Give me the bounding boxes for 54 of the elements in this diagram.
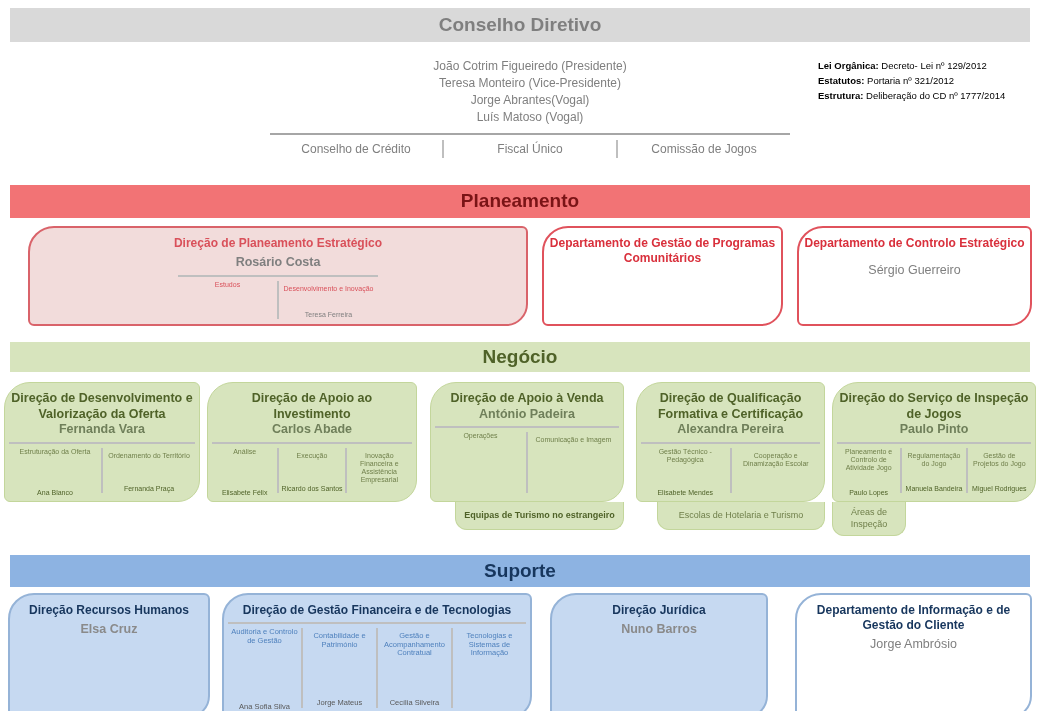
- unit-title: Direção Jurídica: [612, 603, 706, 618]
- unit-title: Departamento de Informação e de Gestão do Cliente: [815, 603, 1012, 633]
- section-band: Planeamento: [10, 185, 1030, 218]
- section-band: Suporte: [10, 555, 1030, 587]
- team-tab: [832, 502, 906, 536]
- section-band: Negócio: [10, 342, 1030, 372]
- team-name: Escolas de Hotelaria e Turismo: [678, 509, 804, 522]
- unit-title: Direção de Desenvolvimento e Valorização da Oferta: [10, 391, 194, 423]
- team-tab: [455, 502, 624, 530]
- department-box: [795, 593, 1032, 711]
- unit-title: Departamento de Gestão de Programas Comunitários: [548, 236, 777, 266]
- unit-title: Direção de Apoio à Venda: [450, 391, 604, 407]
- legal-reference: Estrutura: Deliberação do CD nº 1777/2014: [818, 89, 1007, 102]
- unit-title: Direção de Gestão Financeira e de Tecnologias: [242, 603, 512, 618]
- team-tab: [657, 502, 825, 530]
- director-name: Jorge Ambrósio: [870, 637, 957, 653]
- department-box: [636, 382, 825, 502]
- director-name: Elsa Cruz: [80, 622, 138, 638]
- director-name: Carlos Abade: [271, 422, 353, 438]
- director-name: Fernanda Vara: [58, 422, 146, 438]
- team-name: Áreas de Inspeção: [849, 507, 889, 530]
- department-box: [207, 382, 417, 502]
- unit-title: Direção do Serviço de Inspeção de Jogos: [838, 391, 1030, 423]
- team-name: Equipas de Turismo no estrangeiro: [464, 509, 615, 522]
- unit-title: Departamento de Controlo Estratégico: [804, 236, 1025, 251]
- council-name: Fiscal Único: [496, 140, 564, 158]
- department-box: [797, 226, 1032, 326]
- department-box: [222, 593, 532, 711]
- department-box: [8, 593, 210, 711]
- department-box: [4, 382, 200, 502]
- council-name: Comissão de Jogos: [650, 141, 758, 158]
- council-name: Conselho de Crédito: [301, 141, 411, 158]
- unit-title: Direção Recursos Humanos: [28, 603, 190, 618]
- legal-reference: Estatutos: Portaria nº 321/2012: [818, 74, 955, 87]
- legal-reference: Lei Orgânica: Decreto- Lei nº 129/2012: [818, 60, 988, 72]
- department-box: [542, 226, 783, 326]
- board-member-name: Teresa Monteiro (Vice-Presidente): [439, 75, 621, 92]
- director-name: Sérgio Guerreiro: [868, 263, 961, 279]
- department-box: [832, 382, 1036, 502]
- director-name: Alexandra Pereira: [677, 422, 784, 438]
- department-box: [28, 226, 528, 326]
- director-name: Nuno Barros: [621, 622, 697, 638]
- unit-title: Direção de Apoio ao Investimento: [250, 391, 374, 423]
- department-box: [430, 382, 624, 502]
- unit-title: Direção de Planeamento Estratégico: [173, 236, 383, 251]
- department-box: [550, 593, 768, 711]
- unit-title: Direção de Qualificação Formativa e Certificação: [656, 391, 805, 423]
- section-band: Conselho Diretivo: [10, 8, 1030, 42]
- director-name: Paulo Pinto: [899, 422, 969, 438]
- board-member-name: João Cotrim Figueiredo (Presidente): [433, 58, 627, 75]
- director-name: António Padeira: [479, 406, 575, 423]
- director-name: Rosário Costa: [235, 255, 321, 271]
- board-member-name: Luís Matoso (Vogal): [476, 109, 584, 126]
- board-member-name: Jorge Abrantes(Vogal): [470, 92, 590, 109]
